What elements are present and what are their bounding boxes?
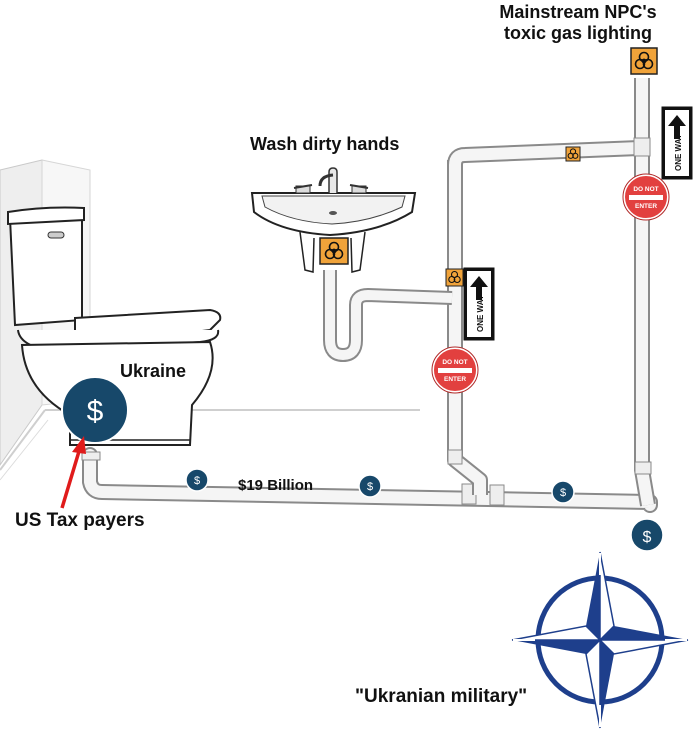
do-not-enter-sign: DO NOT ENTER	[431, 346, 479, 394]
sink	[250, 167, 417, 273]
toilet-label: Ukraine	[120, 361, 187, 381]
top-right-label: Mainstream NPC's toxic gas lighting	[478, 2, 678, 43]
emblem-caption: "Ukranian military"	[355, 686, 528, 707]
dollar-coin: $	[185, 468, 209, 492]
enter-text: ENTER	[635, 203, 657, 210]
dollar-symbol: $	[87, 395, 104, 428]
right-vent-pipe	[633, 78, 656, 507]
nato-star-emblem	[511, 551, 689, 729]
one-way-sign: ONE WAY	[463, 267, 495, 341]
sink-label: Wash dirty hands	[250, 134, 400, 154]
red-arrow	[60, 436, 86, 509]
biohazard-icon	[565, 146, 581, 162]
dollar-symbol: $	[194, 475, 200, 487]
middle-vent-pipe	[447, 140, 641, 495]
dollar-coin: $	[551, 480, 575, 504]
us-tax-payers-label: US Tax payers	[15, 510, 145, 531]
dollar-symbol: $	[643, 529, 652, 546]
one-way-sign: ONE WAY	[661, 106, 693, 180]
do-not-enter-sign: DO NOT ENTER	[622, 173, 670, 221]
biohazard-icon	[630, 47, 658, 75]
biohazard-icon	[445, 268, 464, 287]
sink-trap-pipe	[323, 270, 453, 362]
one-way-text: ONE WAY	[674, 133, 683, 171]
enter-text: ENTER	[444, 376, 466, 383]
one-way-text: ONE WAY	[476, 294, 485, 332]
dollar-coin: $	[358, 474, 382, 498]
pipe-amount-label: $19 Billion	[238, 477, 314, 494]
do-not-text: DO NOT	[442, 359, 467, 366]
dollar-coin: $	[630, 518, 664, 552]
biohazard-icon	[319, 237, 349, 265]
top-right-label-line2: toxic gas lighting	[503, 22, 652, 43]
top-right-label-line1: Mainstream NPC's	[499, 2, 657, 22]
do-not-text: DO NOT	[633, 186, 658, 193]
dollar-symbol: $	[367, 481, 373, 493]
dollar-symbol: $	[560, 487, 566, 499]
dollar-coin-large: $	[61, 376, 129, 444]
